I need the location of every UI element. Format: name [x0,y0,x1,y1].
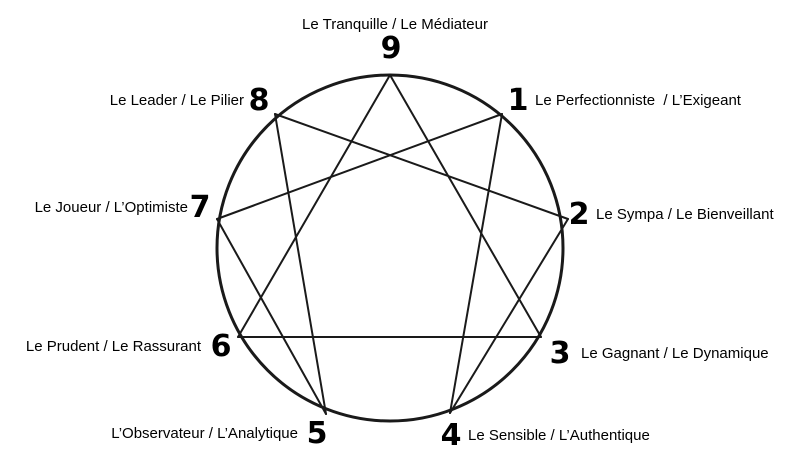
point-8-number: 8 [248,83,270,118]
point-1-label: Le Perfectionniste / L’Exigeant [535,92,741,109]
hexad-line-8-5 [274,113,327,415]
point-5-label: L’Observateur / L’Analytique [111,425,298,442]
point-3-number: 3 [549,336,571,371]
hexad-line-1-4 [449,113,503,414]
hexad-line-4-2 [449,218,569,414]
point-5-number: 5 [306,416,328,451]
point-7-number: 7 [189,190,211,225]
point-1-number: 1 [507,83,529,118]
triangle-line-6-9 [237,74,391,338]
triangle-line-9-3 [389,74,542,338]
point-9-label: Le Tranquille / Le Médiateur [302,16,488,33]
point-7-label: Le Joueur / L’Optimiste [34,199,188,216]
hexad-line-5-7 [216,218,327,415]
point-2-number: 2 [568,197,590,232]
point-4-number: 4 [440,418,462,453]
point-3-label: Le Gagnant / Le Dynamique [581,345,769,362]
point-8-label: Le Leader / Le Pilier [109,92,244,109]
point-9-number: 9 [380,31,402,66]
point-2-label: Le Sympa / Le Bienveillant [596,206,774,223]
enneagram-circle [215,73,565,423]
hexad-line-7-1 [216,113,503,220]
point-6-label: Le Prudent / Le Rassurant [25,338,201,355]
point-4-label: Le Sensible / L’Authentique [468,427,650,444]
point-6-number: 6 [210,329,232,364]
hexad-line-2-8 [274,113,569,220]
